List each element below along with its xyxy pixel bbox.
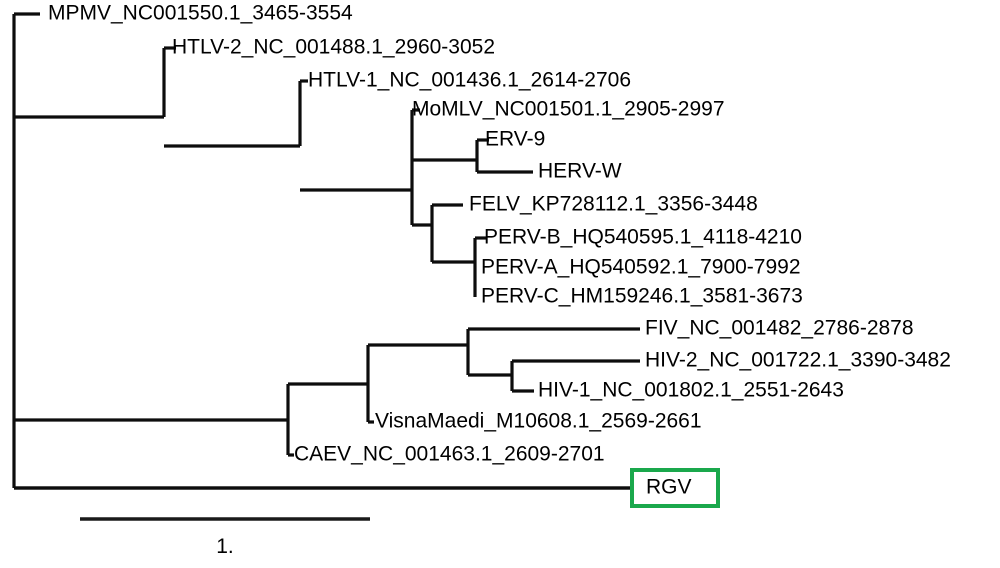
- taxon-label-visna: VisnaMaedi_M10608.1_2569-2661: [375, 410, 702, 433]
- taxon-label-pervb: PERV-B_HQ540595.1_4118-4210: [484, 226, 802, 249]
- taxon-label-mpmv: MPMV_NC001550.1_3465-3554: [48, 2, 353, 25]
- taxon-label-group: MPMV_NC001550.1_3465-3554HTLV-2_NC_00148…: [48, 2, 951, 466]
- taxon-label-perva: PERV-A_HQ540592.1_7900-7992: [481, 256, 801, 279]
- rgv-highlight-group[interactable]: RGV: [630, 468, 720, 508]
- scale-bar-group: 1.: [80, 517, 370, 558]
- taxon-label-felv: FELV_KP728112.1_3356-3448: [469, 193, 758, 216]
- node-vertical-lines: [12, 14, 514, 488]
- taxon-label-caev: CAEV_NC_001463.1_2609-2701: [294, 443, 605, 466]
- branch-horizontal-lines: [14, 12, 640, 490]
- taxon-label-htlv1: HTLV-1_NC_001436.1_2614-2706: [308, 69, 631, 92]
- taxon-label-hiv2: HIV-2_NC_001722.1_3390-3482: [645, 349, 951, 372]
- taxon-label-pervc: PERV-C_HM159246.1_3581-3673: [481, 285, 803, 308]
- taxon-label-fiv: FIV_NC_001482_2786-2878: [645, 317, 914, 340]
- scale-bar-label: 1.: [216, 535, 234, 558]
- taxon-label-erv9: ERV-9: [485, 128, 545, 151]
- rgv-label: RGV: [646, 476, 692, 499]
- taxon-label-hiv1: HIV-1_NC_001802.1_2551-2643: [538, 379, 844, 402]
- taxon-label-htlv2: HTLV-2_NC_001488.1_2960-3052: [172, 36, 495, 59]
- taxon-label-momlv: MoMLV_NC001501.1_2905-2997: [412, 98, 725, 121]
- taxon-label-hervw: HERV-W: [538, 160, 622, 183]
- rgv-highlight-box[interactable]: [630, 468, 720, 508]
